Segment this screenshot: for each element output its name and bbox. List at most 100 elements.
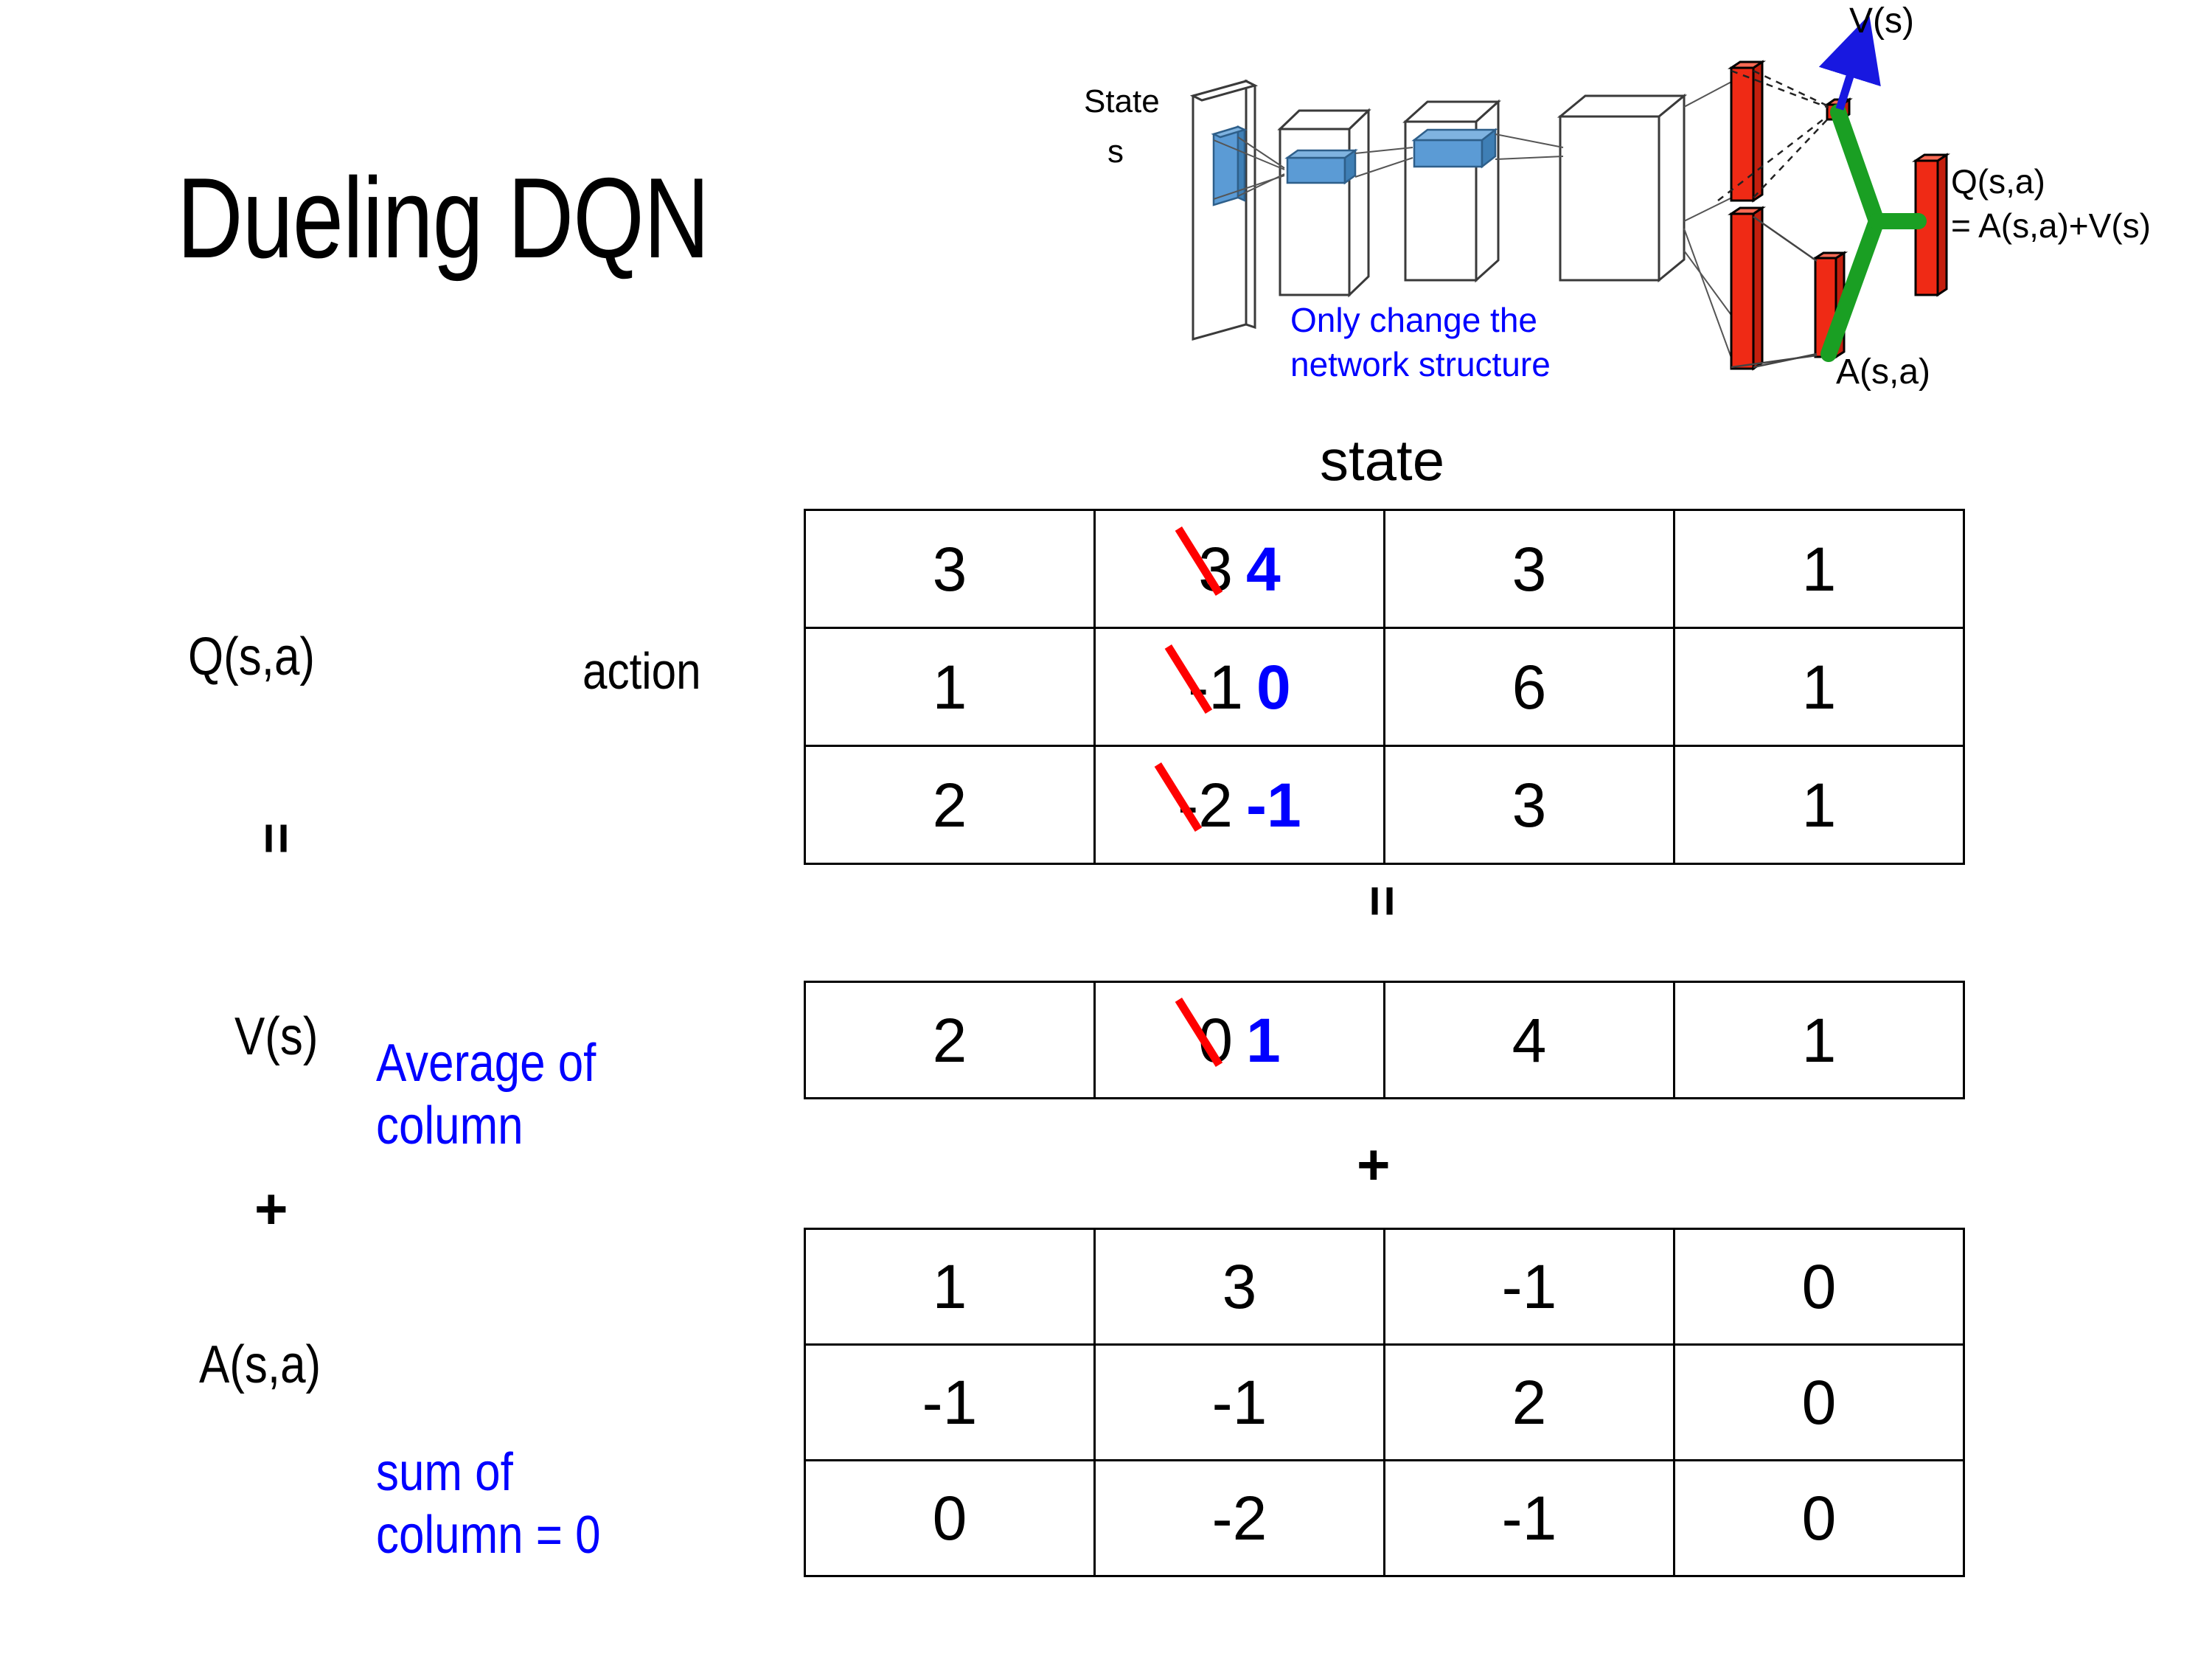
sum-of-column-note: sum of column = 0 [376,1441,601,1567]
diagram-advantage-label: A(s,a) [1836,352,1930,392]
plus-sign-middle: + [1357,1132,1391,1197]
input-receptive-field-icon [1211,125,1248,206]
equals-sign-middle: = [1352,885,1413,917]
q-cell-r1c0[interactable]: 1 [804,627,1096,747]
aggregation-green-link-icon [1820,104,1927,362]
a-cell-r1c3[interactable]: 0 [1673,1343,1965,1461]
value-dashed-links [1717,69,1832,201]
cell-value: 0 [1801,1368,1837,1437]
action-axis-label: action [582,642,701,700]
cell-value: 2 [932,770,967,840]
cell-value: -2 [1211,1484,1267,1553]
advantage-stream-bar-icon [1728,206,1766,371]
old-value: 3 [1198,534,1233,604]
q-cell-r2c1[interactable]: -2-1 [1093,745,1385,865]
value-function-label: V(s) [234,1007,319,1066]
a-cell-r0c1[interactable]: 3 [1093,1228,1385,1346]
q-cell-r0c3[interactable]: 1 [1673,509,1965,629]
q-cell-r2c3[interactable]: 1 [1673,745,1965,865]
v-cell-c0[interactable]: 2 [804,981,1096,1099]
cell-value: 1 [1801,534,1837,604]
plus-sign-left: + [254,1176,288,1241]
a-cell-r0c2[interactable]: -1 [1383,1228,1675,1346]
a-cell-r1c2[interactable]: 2 [1383,1343,1675,1461]
q-cell-r2c0[interactable]: 2 [804,745,1096,865]
diagram-q-label-line1: Q(s,a) [1951,162,2045,201]
cell-value: -1 [1501,1484,1557,1553]
cell-value: 1 [1801,652,1837,722]
a-cell-r0c3[interactable]: 0 [1673,1228,1965,1346]
a-cell-r2c0[interactable]: 0 [804,1459,1096,1577]
advantage-table: 1 3 -1 0 -1 -1 2 0 0 -2 -1 0 [804,1228,1965,1577]
revised-cell: -2-1 [1178,774,1301,836]
equals-sign-left: = [246,822,307,855]
a-cell-r2c3[interactable]: 0 [1673,1459,1965,1577]
cell-value: 0 [932,1484,967,1553]
new-value: -1 [1246,770,1301,840]
diagram-q-label-line2: = A(s,a)+V(s) [1951,206,2151,245]
table-row: 1 3 -1 0 [804,1228,1965,1346]
cell-value: 1 [932,652,967,722]
cell-value: 3 [932,534,967,604]
conv-block-2-icon [1402,99,1501,283]
cell-value: 0 [1801,1252,1837,1321]
value-arrow-icon [1818,15,1881,111]
a-cell-r1c0[interactable]: -1 [804,1343,1096,1461]
diagram-value-label: V(s) [1849,1,1914,41]
cell-value: 3 [1512,770,1547,840]
old-value: -2 [1178,770,1233,840]
a-cell-r2c1[interactable]: -2 [1093,1459,1385,1577]
conv-block-1-icon [1277,108,1371,298]
connection-lines [1213,80,1737,366]
table-row: -1 -1 2 0 [804,1343,1965,1461]
new-value: 4 [1246,534,1281,604]
cell-value: 1 [932,1252,967,1321]
diagram-state-label-line1: State [1084,83,1160,119]
cell-value: -1 [1211,1368,1267,1437]
q-cell-r2c2[interactable]: 3 [1383,745,1675,865]
value-stream-bar-icon [1728,60,1766,203]
q-function-label: Q(s,a) [188,627,316,686]
diagram-note-line1: Only change the [1290,301,1537,339]
new-value: 1 [1246,1005,1281,1075]
diagram-note-line2: network structure [1290,345,1551,383]
q-cell-r0c0[interactable]: 3 [804,509,1096,629]
a-cell-r1c1[interactable]: -1 [1093,1343,1385,1461]
v-cell-c2[interactable]: 4 [1383,981,1675,1099]
cell-value: 1 [1801,1005,1837,1075]
q-output-bar-icon [1912,153,1950,297]
old-value: -1 [1188,652,1243,722]
advantage-function-label: A(s,a) [199,1335,321,1394]
q-cell-r1c3[interactable]: 1 [1673,627,1965,747]
sum-note-line2: column = 0 [376,1505,601,1565]
diagram-state-label-line2: s [1107,133,1124,170]
q-cell-r1c2[interactable]: 6 [1383,627,1675,747]
a-cell-r0c0[interactable]: 1 [804,1228,1096,1346]
cell-value: 6 [1512,652,1547,722]
q-cell-r0c2[interactable]: 3 [1383,509,1675,629]
sum-note-line1: sum of [376,1443,513,1502]
conv-block-3-icon [1557,93,1688,283]
advantage-links [1731,215,1818,369]
cell-value: 3 [1222,1252,1257,1321]
old-value: 0 [1198,1005,1233,1075]
table-row: 0 -2 -1 0 [804,1459,1965,1577]
cell-value: 1 [1801,770,1837,840]
input-plane-icon [1189,79,1259,341]
v-cell-c3[interactable]: 1 [1673,981,1965,1099]
dueling-network-diagram: State s Only change the network structur… [1069,0,2212,413]
cell-value: 3 [1512,534,1547,604]
page-title: Dueling DQN [177,154,710,282]
a-cell-r2c2[interactable]: -1 [1383,1459,1675,1577]
cell-value: 0 [1801,1484,1837,1553]
